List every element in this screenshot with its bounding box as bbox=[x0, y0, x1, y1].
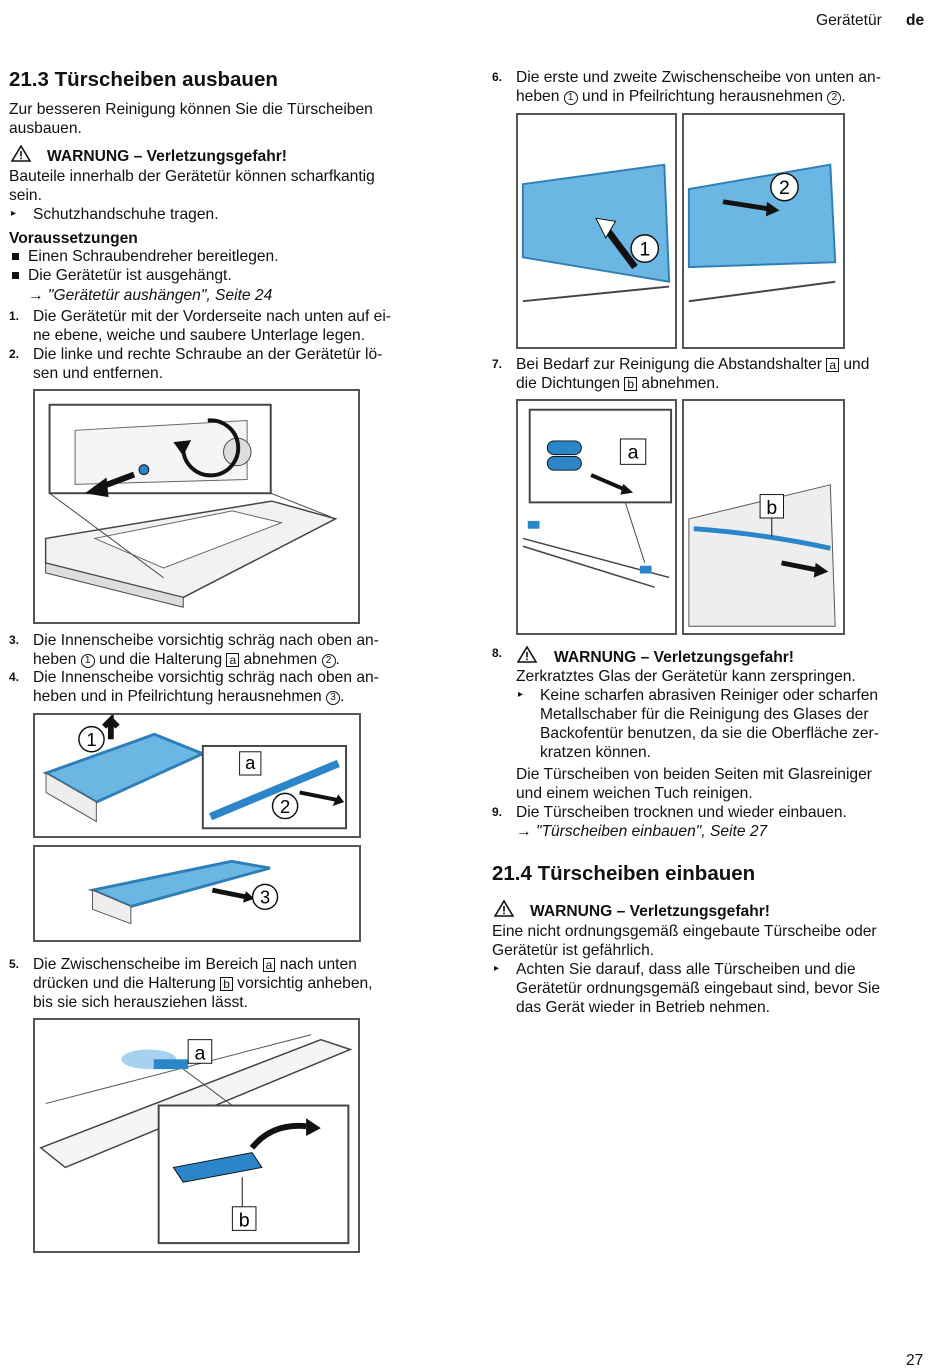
fig-label-a: a bbox=[245, 752, 256, 773]
step-6-line-2: heben 1 und in Pfeilrichtung herausnehme… bbox=[516, 88, 846, 105]
link-tuerscheiben-einbauen[interactable]: → "Türscheiben einbauen", Seite 27 bbox=[516, 823, 768, 840]
warning-title: WARNUNG – Verletzungsgefahr! bbox=[47, 148, 288, 165]
figure-seals: b bbox=[682, 399, 845, 635]
figure-first-pane-lift: 1 bbox=[516, 113, 677, 349]
step-8-bullet-line-2: Metallschaber für die Reinigung des Glas… bbox=[540, 706, 869, 723]
callout-1: 1 bbox=[80, 654, 95, 668]
warning-21-4-line-2: Gerätetür ist gefährlich. bbox=[492, 942, 655, 959]
step-1-line-2: ne ebene, weiche und saubere Unterlage l… bbox=[33, 327, 366, 344]
step-5-line-2: drücken und die Halterung b vorsichtig a… bbox=[33, 975, 373, 992]
fig-callout-2: 2 bbox=[779, 177, 790, 199]
bullet-icon bbox=[12, 253, 19, 260]
figure-second-pane-remove: 2 bbox=[682, 113, 845, 349]
step-4-line-1: Die Innenscheibe vorsichtig schräg nach … bbox=[33, 669, 379, 686]
warning-icon bbox=[517, 646, 537, 663]
fig-label-a: a bbox=[194, 1042, 205, 1064]
step-2-line-2: sen und entfernen. bbox=[33, 365, 164, 382]
step-4-number: 4. bbox=[9, 670, 20, 684]
prerequisites-title: Voraussetzungen bbox=[9, 230, 138, 247]
fig-label-a: a bbox=[628, 441, 639, 463]
warning-21-4-line-1: Eine nicht ordnungsgemäß eingebaute Türs… bbox=[492, 923, 877, 940]
callout-3: 3 bbox=[326, 691, 341, 705]
step-8-bullet-line-1: Keine scharfen abrasiven Reiniger oder s… bbox=[540, 687, 879, 704]
step-8-text: Zerkratztes Glas der Gerätetür kann zers… bbox=[516, 668, 856, 685]
step-8-clean-line-2: und einem weichen Tuch reinigen. bbox=[516, 785, 753, 802]
step-4-line-2: heben und in Pfeilrichtung herausnehmen … bbox=[33, 688, 345, 705]
label-a-box: a bbox=[262, 958, 276, 972]
step-8-bullet-line-3: Backofentür benutzen, da sie die Oberflä… bbox=[540, 725, 879, 742]
link-geraetetuer-aushaengen[interactable]: → "Gerätetür aushängen", Seite 24 bbox=[28, 287, 273, 304]
heading-21-4: 21.4 Türscheiben einbauen bbox=[492, 862, 756, 885]
warning-icon bbox=[11, 145, 31, 162]
step-1-number: 1. bbox=[9, 309, 20, 323]
intro-line-1: Zur besseren Reinigung können Sie die Tü… bbox=[9, 101, 373, 118]
fig-callout-3: 3 bbox=[260, 888, 270, 908]
label-a-box: a bbox=[826, 358, 840, 372]
action-triangle-icon: ▸ bbox=[11, 208, 17, 219]
step-3-line-1: Die Innenscheibe vorsichtig schräg nach … bbox=[33, 632, 379, 649]
figure-inner-pane-remove: 3 bbox=[33, 845, 361, 942]
figure-inner-pane-lift: 1 a 2 bbox=[33, 713, 361, 838]
warning-21-4-action-3: das Gerät wieder in Betrieb nehmen. bbox=[516, 999, 770, 1016]
step-2-number: 2. bbox=[9, 347, 20, 361]
warning-title-21-4: WARNUNG – Verletzungsgefahr! bbox=[530, 903, 771, 920]
fig-label-b: b bbox=[766, 497, 777, 519]
warning-text-2: sein. bbox=[9, 187, 42, 204]
step-8-number: 8. bbox=[492, 646, 503, 660]
label-a-box: a bbox=[226, 653, 240, 667]
warning-21-4-action-2: Gerätetür ordnungsgemäß eingebaut sind, … bbox=[516, 980, 881, 997]
step-7-line-1: Bei Bedarf zur Reinigung die Abstandshal… bbox=[516, 356, 870, 373]
figure-screws bbox=[33, 389, 360, 624]
step-7-number: 7. bbox=[492, 357, 503, 371]
step-1-line-1: Die Gerätetür mit der Vorderseite nach u… bbox=[33, 308, 391, 325]
step-5-line-1: Die Zwischenscheibe im Bereich a nach un… bbox=[33, 956, 357, 973]
label-b-box: b bbox=[220, 977, 233, 991]
step-7-line-2: die Dichtungen b abnehmen. bbox=[516, 375, 720, 392]
step-6-number: 6. bbox=[492, 70, 503, 84]
step-5-line-3: bis sie sich herausziehen lässt. bbox=[33, 994, 248, 1011]
step-6-line-1: Die erste und zweite Zwischenscheibe von… bbox=[516, 69, 881, 86]
label-b-box: b bbox=[624, 377, 638, 391]
action-triangle-icon: ▸ bbox=[518, 689, 524, 700]
fig-callout-2: 2 bbox=[280, 796, 290, 817]
warning-icon bbox=[494, 900, 514, 917]
callout-2: 2 bbox=[321, 654, 336, 668]
step-3-line-2: heben 1 und die Halterung a abnehmen 2. bbox=[33, 651, 340, 668]
callout-1: 1 bbox=[563, 91, 578, 105]
bullet-icon bbox=[12, 272, 19, 279]
heading-21-3: 21.3 Türscheiben ausbauen bbox=[9, 68, 278, 91]
warning-21-4-action-1: Achten Sie darauf, dass alle Türscheiben… bbox=[516, 961, 856, 978]
action-triangle-icon: ▸ bbox=[494, 963, 500, 974]
warning-text-1: Bauteile innerhalb der Gerätetür können … bbox=[9, 168, 375, 185]
header-section: Gerätetür bbox=[816, 12, 882, 29]
step-3-number: 3. bbox=[9, 633, 20, 647]
warning-action: Schutzhandschuhe tragen. bbox=[33, 206, 219, 223]
callout-2: 2 bbox=[827, 91, 842, 105]
step-8-bullet-line-4: kratzen können. bbox=[540, 744, 651, 761]
intro-line-2: ausbauen. bbox=[9, 120, 82, 137]
fig-callout-1: 1 bbox=[86, 729, 96, 750]
page-number: 27 bbox=[906, 1352, 924, 1369]
prerequisite-2: Die Gerätetür ist ausgehängt. bbox=[28, 267, 232, 284]
fig-label-b: b bbox=[239, 1209, 250, 1231]
header-lang: de bbox=[906, 12, 925, 29]
step-2-line-1: Die linke und rechte Schraube an der Ger… bbox=[33, 346, 383, 363]
step-5-number: 5. bbox=[9, 957, 20, 971]
step-9-text: Die Türscheiben trocknen und wieder einb… bbox=[516, 804, 847, 821]
figure-spacers: a bbox=[516, 399, 677, 635]
figure-intermediate-pane: a b bbox=[33, 1018, 360, 1253]
fig-callout-1: 1 bbox=[639, 238, 650, 260]
step-9-number: 9. bbox=[492, 805, 503, 819]
step-8-clean-line-1: Die Türscheiben von beiden Seiten mit Gl… bbox=[516, 766, 872, 783]
warning-title-step-8: WARNUNG – Verletzungsgefahr! bbox=[554, 649, 795, 666]
prerequisite-1: Einen Schraubendreher bereitlegen. bbox=[28, 248, 279, 265]
